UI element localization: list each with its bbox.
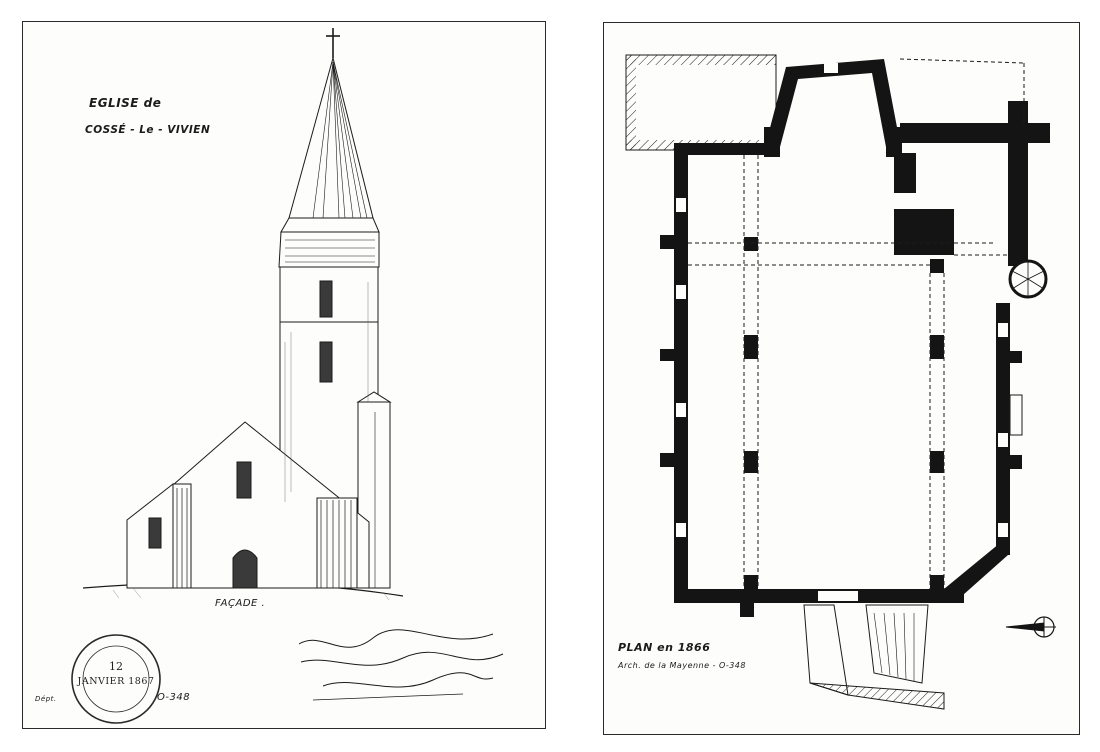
- archive-stamp: 12 JANVIER 1867: [69, 632, 163, 726]
- drawing-title-line1: EGLISE de: [89, 96, 162, 110]
- stamp-day: 12: [109, 660, 123, 673]
- facade-caption: FAÇADE .: [215, 598, 266, 609]
- archive-reference: O-348: [157, 692, 191, 703]
- plan-subtitle: Arch. de la Mayenne - O-348: [618, 661, 746, 670]
- floor-plan-sheet: PLAN en 1866 Arch. de la Mayenne - O-348: [603, 22, 1080, 735]
- facade-drawing-sheet: EGLISE de COSSÉ - Le - VIVIEN FAÇADE . 1…: [22, 21, 546, 729]
- department-label: Dépt.: [35, 695, 57, 703]
- church-facade-drawing: [71, 28, 504, 724]
- stamp-date: JANVIER 1867: [77, 676, 155, 687]
- drawing-title-line2: COSSÉ - Le - VIVIEN: [85, 124, 211, 136]
- plan-title: PLAN en 1866: [618, 641, 711, 654]
- church-floor-plan: [625, 54, 1056, 710]
